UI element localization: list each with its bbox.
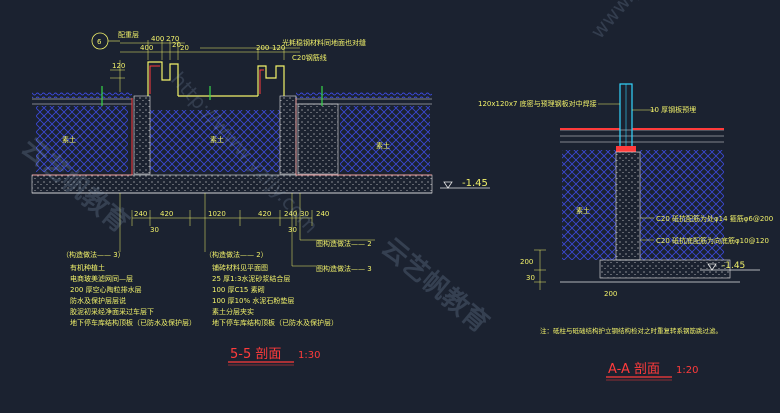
notes-mid-item: 地下停车库结构顶板（已防水及保护层） — [212, 318, 338, 327]
notes-mid-item: 25 厚1:3水泥砂浆结合层 — [212, 274, 290, 283]
aa-red-top — [560, 128, 620, 130]
fill-label-left: 素土 — [62, 135, 76, 144]
notes-left-item: 防水及保护层层说 — [70, 296, 126, 305]
aa-soil-right — [640, 150, 724, 260]
aa-post-base — [616, 146, 636, 152]
curb-red-inner — [149, 65, 264, 94]
wall-right — [279, 95, 297, 175]
aa-dim-1: 200 — [520, 258, 533, 266]
green-markers — [101, 86, 323, 106]
top-note-2: C20钢筋线 — [292, 53, 327, 62]
aa-elevation: -1.45 — [722, 261, 745, 271]
notes-left-item: 200 厚空心陶粒排水层 — [70, 285, 142, 294]
fill-label-right: 素土 — [376, 141, 390, 150]
aa-wall — [615, 151, 641, 261]
elevation-55: -1.45 — [462, 178, 488, 189]
top-note-1: 光耗稳钢材料同地面也对缝 — [282, 38, 366, 47]
aa-fill-label: 素土 — [576, 206, 590, 215]
side-label: 配重层 — [118, 31, 139, 39]
aa-elevation-marker — [700, 263, 760, 271]
bottom-dim-5: 240 — [284, 210, 297, 218]
detail-circle-label: 6 — [97, 38, 102, 46]
bottom-dim-6: 30 — [300, 210, 309, 218]
notes-left-item: 胶泥初采经净面采过车层下 — [70, 307, 154, 316]
notes-mid: （构造做法—— 2） 铺砖材料见平面图 25 厚1:3水泥砂浆结合层 100 厚… — [205, 250, 338, 327]
top-dim-5: 20 — [180, 44, 189, 52]
notes-mid-item: 素土分层夹实 — [212, 307, 254, 316]
title-55: 5-5 剖面 — [230, 347, 281, 362]
bottom-dim-3: 1020 — [208, 210, 226, 218]
aa-note-2: 10 厚钢板预埋 — [650, 105, 696, 114]
aa-red-top-right — [632, 128, 724, 130]
section-a-a: 120x120x7 底密与预理钢板对中焊接 10 厚钢板预埋 C20 砥抗配筋为… — [478, 83, 773, 381]
aa-dim-lines — [534, 249, 546, 290]
aa-note-3: C20 砥抗配筋为处φ14 箍筋φ6@200 — [656, 214, 773, 223]
elevation-marker-55 — [440, 181, 490, 189]
notes-left-item: 地下停车库结构顶板（已防水及保护层） — [70, 318, 196, 327]
callout-right-a: 图构造做法—— 2 — [316, 239, 372, 248]
section-5-5: 6 配重层 光耗稳钢材料同地面也对缝 C20钢筋线 400 270 20 400… — [31, 31, 490, 366]
aa-footing — [599, 259, 731, 279]
aa-note-4: C20 砥抗底配筋为向底筋φ10@120 — [656, 236, 769, 245]
top-dim-4: 400 — [140, 44, 153, 52]
notes-left-item: 有机种植土 — [70, 263, 105, 272]
bottom-dim-1: 240 — [134, 210, 147, 218]
wall-left — [133, 95, 151, 175]
aa-note-1: 120x120x7 底密与预理钢板对中焊接 — [478, 99, 597, 108]
notes-mid-item: 铺砖材料见平面图 — [212, 263, 268, 272]
title-aa: A-A 剖面 — [608, 362, 660, 377]
soil-block-center — [150, 110, 280, 172]
scale-55: 1:30 — [298, 350, 320, 361]
surface-layers — [32, 98, 432, 105]
notes-left-title: （构造做法—— 3） — [62, 250, 125, 259]
notes-mid-title: （构造做法—— 2） — [205, 250, 268, 259]
wall-right-outer — [297, 103, 339, 175]
soil-block-right — [340, 106, 430, 172]
bottom-sub-dim-2: 30 — [288, 226, 297, 234]
bottom-dim-2: 420 — [160, 210, 173, 218]
top-dim-7: 200 — [256, 44, 269, 52]
scale-aa: 1:20 — [676, 365, 698, 376]
top-dim-2: 270 — [166, 35, 179, 43]
aa-dim-3: 30 — [526, 274, 535, 282]
top-dim-3: 20 — [172, 41, 181, 49]
bottom-sub-dim-1: 30 — [150, 226, 159, 234]
aa-dim-2: 200 — [604, 290, 617, 298]
aa-surface — [560, 129, 724, 143]
callout-right-b: 图构造做法—— 3 — [316, 264, 372, 273]
aa-note-leaders — [598, 103, 656, 241]
bottom-dim-7: 240 — [316, 210, 329, 218]
aa-soil-left — [562, 150, 616, 260]
fill-label-center: 素土 — [210, 135, 224, 144]
top-dim-1: 400 — [151, 35, 164, 43]
watermark-4: www.yzfjy.com — [585, 0, 698, 43]
notes-left: （构造做法—— 3） 有机种植土 电商玻美滤网同—层 200 厚空心陶粒排水层 … — [62, 250, 196, 327]
callout-leaders — [119, 193, 375, 267]
soil-block-left — [36, 106, 128, 172]
watermark-3: 云艺帆教育 — [376, 232, 496, 339]
aa-footnote: 注：砥柱与砥础结构护立钢结构检对之时重复转系钢筋跳过滤。 — [540, 326, 722, 335]
notes-left-item: 电商玻美滤网同—层 — [70, 274, 133, 283]
paving-strip-left — [32, 92, 132, 98]
bottom-dim-lines — [131, 210, 313, 226]
top-dim-6: 120 — [112, 62, 125, 70]
curb-profiles — [147, 61, 285, 97]
top-dim-lines — [110, 40, 300, 92]
top-dim-8: 120 — [272, 44, 285, 52]
notes-mid-item: 100 厚10% 水泥石粉垫层 — [212, 296, 294, 305]
bottom-dim-4: 420 — [258, 210, 271, 218]
paving-strip-right — [296, 92, 432, 98]
notes-mid-item: 100 厚C15 素砌 — [212, 285, 265, 294]
